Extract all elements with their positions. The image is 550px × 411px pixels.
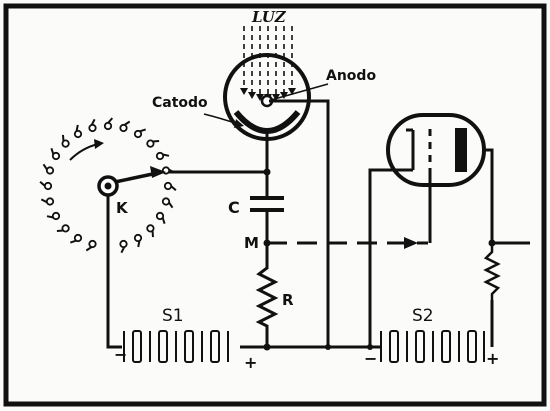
node-m-label: M [244,234,259,252]
switch-contact-lead [62,134,65,142]
switch-contact-lead [123,120,131,126]
switch-contact [73,129,83,139]
switch-contact [163,181,173,191]
switch-contact-lead [46,215,54,219]
switch-contact [146,139,155,148]
switch-contact-lead [120,246,126,254]
switch-contact [133,233,143,243]
battery-s2-minus: − [364,349,377,368]
capacitor-label: C [228,198,240,217]
switch-contact [51,211,61,221]
anode-pointer [270,83,329,101]
rotary-switch-contacts [39,117,177,254]
switch-arm-tip [150,166,166,178]
signal-arrowhead [404,237,418,249]
switch-contact-lead [85,246,93,252]
switch-contact [73,233,83,243]
switch-contact [45,197,55,206]
switch-contact [45,166,55,175]
switch-direction-arrowhead [94,139,104,149]
wires [106,99,530,349]
switch-contact [61,224,70,233]
switch-contact [119,123,128,133]
switch-contact-lead [162,153,170,157]
anode-label: Anodo [326,68,376,84]
battery-s1-label: S1 [162,306,184,326]
switch-contact-lead [56,229,64,232]
battery-s1 [123,330,229,363]
resistor-r-label: R [282,291,294,309]
switch-contact [61,139,70,148]
amplifier-tube-envelope [386,113,486,187]
resistor-r [255,262,279,330]
switch-contact-lead [168,168,176,174]
switch-contact-lead [39,180,46,187]
switch-contact-lead [139,128,147,133]
switch-direction-arc [69,143,99,161]
switch-label: K [116,199,129,217]
tube-plate [455,128,467,172]
switch-contact [146,224,155,233]
switch-contact [51,151,61,161]
junction-dots [263,168,373,351]
switch-contact-lead [75,124,79,132]
battery-s2-label: S2 [412,306,434,326]
switch-contact [88,123,97,133]
switch-contact-lead [50,147,55,155]
switch-contact-lead [90,118,96,126]
switch-contact [119,239,128,249]
switch-contact [133,129,143,139]
switch-contact-lead [152,140,160,143]
battery-s1-plus: + [244,353,257,372]
switch-contact-lead [69,239,77,244]
switch-contact-lead [151,230,154,238]
switch-contact-lead [168,201,174,209]
switch-contact-lead [161,217,166,225]
switch-contact [103,121,113,131]
node-m-dot [263,239,271,247]
switch-contact [155,211,165,221]
cathode-pointer-arrowhead [234,119,244,128]
resistor-load [483,243,501,300]
light-rays [243,26,293,98]
battery-s2 [380,330,485,363]
signal-path [267,237,428,249]
switch-contact [161,197,171,206]
switch-contact-lead [40,198,48,204]
switch-contact-lead [42,163,48,171]
photocell-cathode-plate [233,110,301,134]
switch-contact-lead [107,117,114,124]
amplifier-tube [386,113,486,187]
capacitor [250,196,284,212]
switch-contact-lead [137,240,141,248]
switch-contact [155,151,165,161]
battery-s1-minus: − [114,345,127,364]
switch-contact [43,181,53,191]
frame-border [3,3,547,407]
switch-contact [88,239,97,249]
output-node-dot [488,239,496,247]
switch-contact-lead [170,185,177,192]
rotary-switch [69,139,166,197]
light-label: LUZ [251,8,287,26]
battery-s2-plus: + [486,349,499,368]
cathode-label: Catodo [152,95,208,111]
cathode-pointer [203,113,239,125]
